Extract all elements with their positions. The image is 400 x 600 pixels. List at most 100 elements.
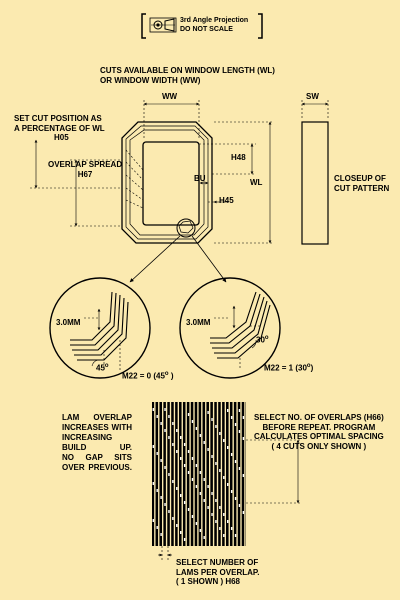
projection-label: 3rd Angle Projection DO NOT SCALE <box>180 17 249 33</box>
lam-gap <box>224 402 227 546</box>
cut-mark <box>238 467 241 470</box>
projection-symbol <box>141 13 263 39</box>
lam-gap <box>232 402 234 546</box>
cut-mark <box>223 476 225 479</box>
lam-gap <box>240 402 242 546</box>
overlap-spread-note: OVERLAP SPREAD H67 <box>48 160 123 179</box>
detail-left-formula: M22 = 0 (45o ) <box>122 371 174 381</box>
lam-gap <box>216 402 219 546</box>
cut-mark <box>156 489 158 492</box>
detail-right-30 <box>179 277 281 379</box>
cut-mark <box>180 457 182 460</box>
cut-mark <box>176 487 178 490</box>
cut-mark <box>215 499 217 502</box>
cut-mark <box>180 436 182 439</box>
cut-mark <box>227 520 229 523</box>
cut-mark <box>168 436 170 439</box>
lam-gap <box>181 402 183 546</box>
cut-mark <box>203 499 205 502</box>
cut-mark <box>199 434 201 437</box>
dim-bu: BU <box>194 174 206 183</box>
cut-mark <box>238 409 241 412</box>
cut-mark <box>191 515 194 518</box>
cut-mark <box>230 490 233 493</box>
cut-mark <box>207 411 209 414</box>
cut-mark <box>195 464 198 467</box>
cut-mark <box>238 504 241 507</box>
lam-gap <box>154 402 156 546</box>
cut-mark <box>187 508 190 511</box>
cut-mark <box>172 517 174 520</box>
closeup-label: CLOSEUP OF CUT PATTERN <box>334 174 390 193</box>
cut-mark <box>234 460 237 463</box>
lam-gap <box>189 402 191 546</box>
cut-mark <box>230 527 233 530</box>
lam-gap <box>161 402 164 546</box>
cut-mark <box>152 408 154 411</box>
cut-mark <box>183 443 186 446</box>
dim-ww: WW <box>162 92 178 101</box>
dim-sw: SW <box>306 92 319 101</box>
lam-gap <box>201 402 203 546</box>
lam-gap <box>158 402 160 546</box>
cut-mark <box>195 427 198 430</box>
cut-mark <box>168 473 170 476</box>
lam-gap <box>169 402 172 546</box>
cut-mark <box>195 522 198 525</box>
detail-left-dim: 3.0MM <box>56 318 81 327</box>
cut-mark <box>187 471 190 474</box>
cut-mark <box>242 511 245 514</box>
lamination-stack <box>152 402 246 546</box>
lam-gap <box>205 402 207 546</box>
cut-mark <box>227 446 229 449</box>
core-window <box>121 121 213 244</box>
cut-mark <box>160 533 162 536</box>
cut-mark <box>211 455 213 458</box>
cut-mark <box>203 441 205 444</box>
cuts-available-note: CUTS AVAILABLE ON WINDOW LENGTH (WL) OR … <box>100 66 275 85</box>
cut-mark <box>207 506 209 509</box>
closeup-strip <box>301 121 329 245</box>
detail-left-45 <box>49 277 151 379</box>
cut-mark <box>215 462 217 465</box>
cut-mark <box>168 415 170 418</box>
cut-mark <box>207 448 209 451</box>
dim-wl: WL <box>250 178 263 187</box>
cut-mark <box>187 413 190 416</box>
cut-mark <box>152 519 154 522</box>
lam-gap <box>236 402 238 546</box>
cut-mark <box>180 494 182 497</box>
cut-mark <box>199 492 201 495</box>
cut-mark <box>176 524 178 527</box>
cut-mark <box>223 534 225 537</box>
cut-mark <box>180 531 182 534</box>
cut-mark <box>234 497 237 500</box>
detail-right-angle: 30o <box>256 335 269 345</box>
lams-per-overlap-note: SELECT NUMBER OF LAMS PER OVERLAP. ( 1 S… <box>176 558 260 586</box>
overlaps-note: SELECT NO. OF OVERLAPS (H66) BEFORE REPE… <box>254 413 384 451</box>
cut-mark <box>183 501 186 504</box>
detail-right-dim: 3.0MM <box>186 318 211 327</box>
lam-gap <box>208 402 211 546</box>
lam-gap <box>197 402 199 546</box>
cut-mark <box>215 425 217 428</box>
cut-mark <box>164 429 166 432</box>
cut-mark <box>219 506 221 509</box>
cut-mark <box>203 478 205 481</box>
cut-position-note: SET CUT POSITION AS A PERCENTAGE OF WL H… <box>14 114 105 142</box>
cut-mark <box>242 416 245 419</box>
cut-mark <box>156 526 158 529</box>
cut-mark <box>160 459 162 462</box>
cut-mark <box>211 418 213 421</box>
cut-mark <box>242 474 245 477</box>
cut-mark <box>164 408 166 411</box>
cut-mark <box>152 482 154 485</box>
lam-gap <box>220 402 223 546</box>
lam-gap <box>173 402 176 546</box>
cut-mark <box>176 429 178 432</box>
cut-mark <box>242 437 245 440</box>
cut-mark <box>227 483 229 486</box>
cut-mark <box>223 513 225 516</box>
cut-mark <box>219 527 221 530</box>
